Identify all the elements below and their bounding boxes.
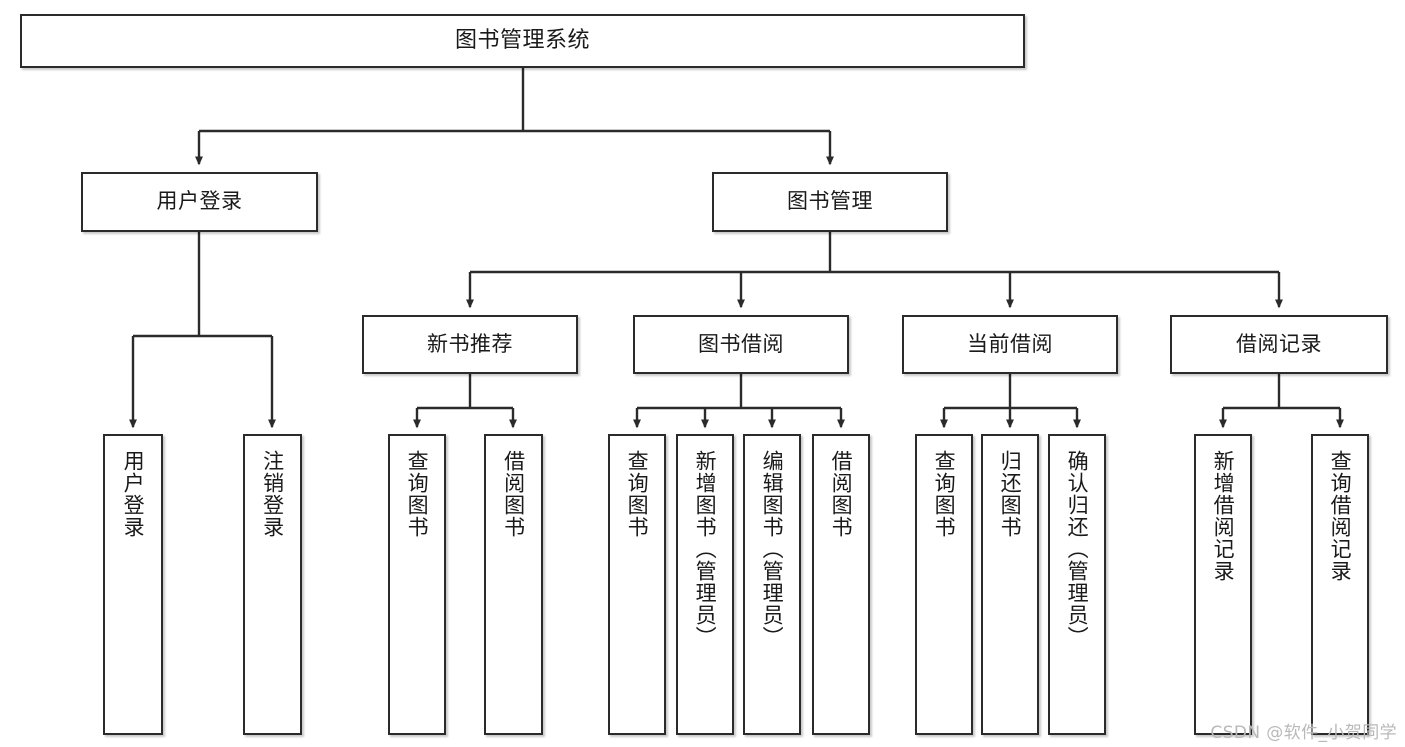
node-leaf-borrow-book-1[interactable]: 借阅图书: [484, 434, 543, 735]
node-leaf-user-login[interactable]: 用户登录: [103, 434, 163, 735]
node-leaf-query-book-2[interactable]: 查询图书: [608, 434, 666, 735]
node-leaf-query-book-3-label: 查询图书: [932, 450, 957, 538]
node-user-login-label: 用户登录: [156, 189, 243, 214]
node-leaf-add-book-label: 新增图书（管理员）: [693, 450, 718, 648]
node-book-borrow-label: 图书借阅: [698, 331, 784, 356]
node-current-borrow[interactable]: 当前借阅: [902, 315, 1118, 374]
node-leaf-query-record[interactable]: 查询借阅记录: [1311, 434, 1369, 735]
node-leaf-query-book-1[interactable]: 查询图书: [388, 434, 446, 735]
node-leaf-logout-label: 注销登录: [260, 450, 285, 538]
node-leaf-confirm-return[interactable]: 确认归还（管理员）: [1048, 434, 1106, 735]
node-current-borrow-label: 当前借阅: [967, 331, 1053, 356]
node-book-manage-label: 图书管理: [787, 189, 873, 214]
node-leaf-borrow-book-2-label: 借阅图书: [829, 450, 854, 538]
node-leaf-query-book-3[interactable]: 查询图书: [915, 434, 973, 735]
node-user-login[interactable]: 用户登录: [81, 172, 318, 232]
node-root-label: 图书管理系统: [454, 27, 590, 53]
node-book-borrow[interactable]: 图书借阅: [633, 315, 849, 374]
node-book-manage[interactable]: 图书管理: [712, 172, 948, 232]
node-leaf-logout[interactable]: 注销登录: [243, 434, 302, 735]
watermark-text: CSDN @软件_小贺同学: [1210, 723, 1397, 743]
node-borrow-record-label: 借阅记录: [1236, 331, 1322, 356]
node-leaf-query-book-2-label: 查询图书: [625, 450, 650, 538]
node-leaf-user-login-label: 用户登录: [121, 450, 146, 538]
node-leaf-add-record-label: 新增借阅记录: [1211, 450, 1236, 582]
node-leaf-confirm-return-label: 确认归还（管理员）: [1065, 450, 1090, 648]
node-new-book-rec-label: 新书推荐: [427, 331, 513, 356]
node-leaf-add-record[interactable]: 新增借阅记录: [1194, 434, 1252, 735]
node-leaf-return-book[interactable]: 归还图书: [981, 434, 1039, 735]
node-new-book-rec[interactable]: 新书推荐: [362, 315, 578, 374]
node-leaf-query-record-label: 查询借阅记录: [1328, 450, 1353, 582]
node-leaf-edit-book-label: 编辑图书（管理员）: [760, 450, 785, 648]
node-leaf-query-book-1-label: 查询图书: [405, 450, 430, 538]
node-leaf-borrow-book-1-label: 借阅图书: [501, 450, 526, 538]
node-leaf-return-book-label: 归还图书: [998, 450, 1023, 538]
node-borrow-record[interactable]: 借阅记录: [1170, 315, 1388, 374]
node-leaf-add-book[interactable]: 新增图书（管理员）: [676, 434, 734, 735]
node-root[interactable]: 图书管理系统: [20, 14, 1025, 68]
node-leaf-borrow-book-2[interactable]: 借阅图书: [812, 434, 870, 735]
node-leaf-edit-book[interactable]: 编辑图书（管理员）: [743, 434, 801, 735]
